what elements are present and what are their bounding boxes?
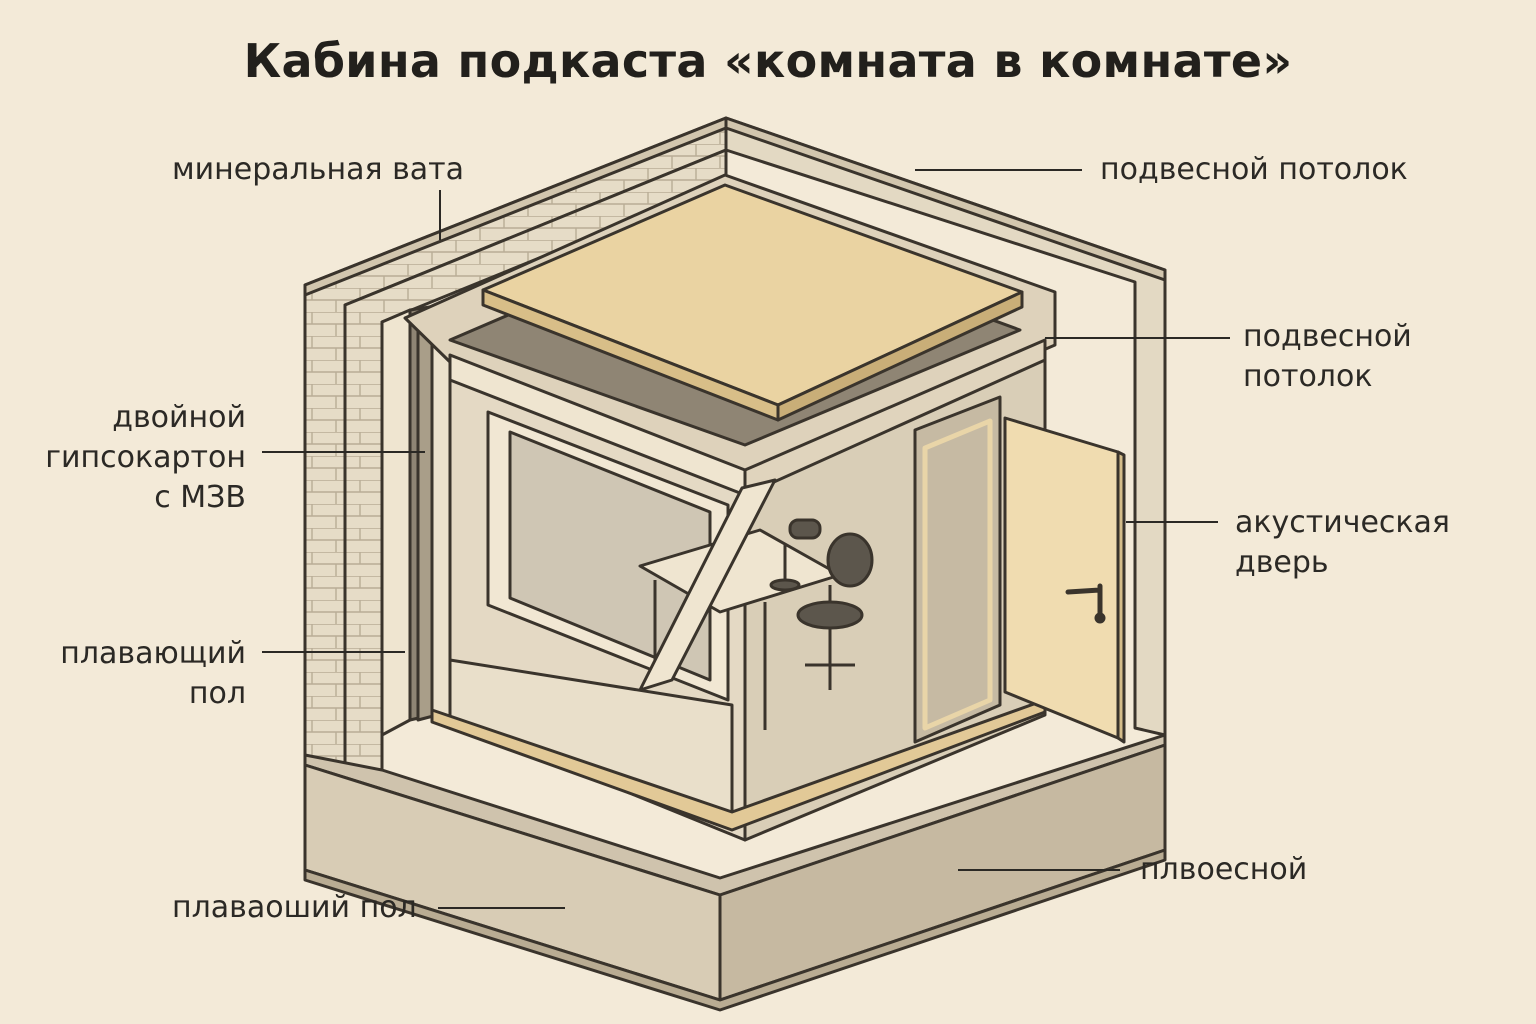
label-line: гипсокартон (45, 440, 246, 475)
label-mineral-wool: минеральная вата (172, 150, 464, 190)
door-frame (922, 418, 993, 731)
diagram-title: Кабина подкаста «комната в комнате» (243, 34, 1293, 88)
label-mineral-wool-text: минеральная вата (172, 152, 464, 187)
label-floating-floor-bottom: плаваоший пол (172, 888, 417, 928)
label-acoustic-door: акустическая дверь (1235, 503, 1450, 583)
label-floor-right-text: плвоесной (1140, 852, 1308, 887)
label-line: дверь (1235, 545, 1329, 580)
label-suspended-ceiling-top: подвесной потолок (1100, 150, 1408, 190)
floating-floor-strip (430, 698, 1047, 832)
leader-lines (262, 169, 1230, 909)
ceiling-panel-edge-right (776, 290, 1024, 422)
label-line: с МЗВ (154, 480, 246, 515)
inner-room (380, 173, 1057, 842)
label-line: пол (188, 676, 246, 711)
label-double-drywall: двойной гипсокартон с МЗВ (45, 398, 246, 518)
label-suspended-ceiling-top-text: подвесной потолок (1100, 152, 1408, 187)
label-line: двойной (112, 400, 246, 435)
label-line: потолок (1243, 359, 1373, 394)
label-floating-floor-bottom-text: плаваоший пол (172, 890, 417, 925)
window-glass (508, 430, 712, 682)
chair-seat (796, 600, 864, 630)
label-line: подвесной (1243, 319, 1412, 354)
door-leaf-edge (1116, 450, 1126, 744)
door-lock-icon (1094, 612, 1106, 624)
door-leaf (1003, 416, 1120, 740)
label-floor-right: плвоесной (1140, 850, 1307, 890)
mic-base (769, 578, 801, 592)
left-frame-outer (380, 308, 412, 737)
label-suspended-ceiling-inner: подвесной потолок (1243, 317, 1412, 397)
outer-shell (303, 116, 1167, 1012)
chair-back (826, 532, 874, 588)
label-line: акустическая (1235, 505, 1450, 540)
window-sash (638, 478, 777, 692)
label-floating-floor-left: плавающий пол (60, 634, 246, 714)
label-line: плавающий (60, 636, 246, 671)
floor-slab-skirt (303, 848, 1167, 1012)
door-opening (913, 395, 1002, 744)
microphone (788, 518, 822, 540)
top-rim-right (724, 116, 1167, 282)
acoustic-door (1003, 416, 1126, 744)
